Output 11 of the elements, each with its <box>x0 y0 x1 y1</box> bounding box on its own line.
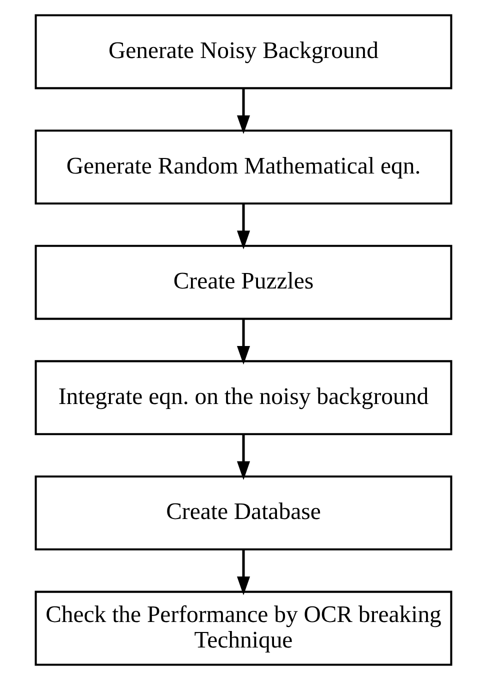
arrow <box>236 318 250 365</box>
arrow <box>236 88 250 134</box>
node-box: Create Puzzles <box>34 244 452 320</box>
arrow <box>236 204 250 250</box>
node-box: Generate Noisy Background <box>34 14 452 90</box>
node-box: Create Database <box>34 475 452 550</box>
node-box: Integrate eqn. on the noisy background <box>34 360 452 436</box>
node-box: Check the Performance by OCR breaking Technique <box>34 590 452 666</box>
arrow <box>236 549 250 596</box>
node-box: Generate Random Mathematical eqn. <box>34 130 452 205</box>
arrow <box>236 434 250 480</box>
